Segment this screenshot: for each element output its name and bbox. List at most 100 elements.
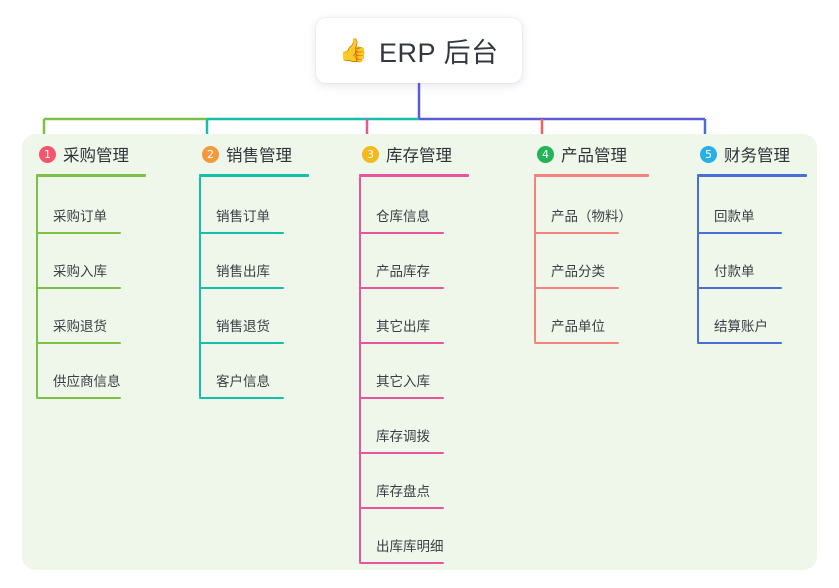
branch-title: 销售管理 xyxy=(226,147,292,165)
branch-title: 采购管理 xyxy=(63,147,129,165)
branch-column-4: 4 产品管理产品（物料） 产品分类产品单位 xyxy=(520,134,683,344)
branch-item-label: 销售退货 xyxy=(216,319,270,334)
branch-item-label: 采购入库 xyxy=(53,264,107,279)
branch-column-3: 3 库存管理仓库信息产品库存其它出库其它入库库存调拨库存盘点出库库明细 xyxy=(345,134,520,564)
branch-header-3[interactable]: 3 库存管理 xyxy=(345,134,520,174)
branch-item-label: 结算账户 xyxy=(714,319,768,334)
branch-item-underline xyxy=(36,287,121,289)
branch-item[interactable]: 出库库明细 xyxy=(359,509,520,564)
branch-item-underline xyxy=(359,507,444,509)
branch-underline xyxy=(697,174,807,177)
branch-item-underline xyxy=(359,397,444,399)
branch-item[interactable]: 销售出库 xyxy=(199,234,345,289)
branch-item-label: 产品单位 xyxy=(551,319,605,334)
branch-item-label: 销售出库 xyxy=(216,264,270,279)
branch-item-label: 产品库存 xyxy=(376,264,430,279)
branch-header-5[interactable]: 5 财务管理 xyxy=(683,134,817,174)
branch-item[interactable]: 其它出库 xyxy=(359,289,520,344)
branch-item-label: 销售订单 xyxy=(216,209,270,224)
branch-spine xyxy=(534,177,536,342)
branch-spine xyxy=(697,177,699,342)
branch-underline xyxy=(359,174,469,177)
branch-item-label: 采购订单 xyxy=(53,209,107,224)
branch-item-label: 仓库信息 xyxy=(376,209,430,224)
branch-underline xyxy=(534,174,649,177)
branch-item-underline xyxy=(359,232,444,234)
branch-item-list: 产品（物料） 产品分类产品单位 xyxy=(534,177,683,344)
branch-item[interactable]: 其它入库 xyxy=(359,344,520,399)
branch-item[interactable]: 采购入库 xyxy=(36,234,185,289)
branch-item[interactable]: 库存盘点 xyxy=(359,454,520,509)
branch-item-underline xyxy=(359,452,444,454)
root-node-title: ERP 后台 xyxy=(379,38,499,68)
branch-item-label: 回款单 xyxy=(714,209,755,224)
branch-item-label: 库存盘点 xyxy=(376,484,430,499)
branch-item[interactable]: 回款单 xyxy=(697,179,817,234)
diagram-panel xyxy=(22,134,817,570)
branch-item-label: 产品（物料） xyxy=(551,209,632,224)
branch-column-5: 5 财务管理回款单付款单结算账户 xyxy=(683,134,817,344)
branch-item-underline xyxy=(359,287,444,289)
branch-number-badge: 4 xyxy=(537,145,554,163)
branch-column-1: 1 采购管理采购订单采购入库采购退货供应商信息 xyxy=(22,134,185,399)
branch-header-1[interactable]: 1 采购管理 xyxy=(22,134,185,174)
branch-item-label: 产品分类 xyxy=(551,264,605,279)
branch-item-label: 其它出库 xyxy=(376,319,430,334)
branch-item[interactable]: 采购订单 xyxy=(36,179,185,234)
branch-item-underline xyxy=(697,287,782,289)
branch-item-underline xyxy=(534,232,619,234)
branch-item-list: 采购订单采购入库采购退货供应商信息 xyxy=(36,177,185,399)
branch-item[interactable]: 仓库信息 xyxy=(359,179,520,234)
branch-item[interactable]: 产品分类 xyxy=(534,234,683,289)
branch-item-underline xyxy=(36,232,121,234)
branch-item-label: 供应商信息 xyxy=(53,374,121,389)
branch-underline xyxy=(199,174,309,177)
branch-item[interactable]: 付款单 xyxy=(697,234,817,289)
branch-item[interactable]: 采购退货 xyxy=(36,289,185,344)
root-node-content: 👍 ERP 后台 xyxy=(339,31,498,70)
branch-title: 产品管理 xyxy=(561,147,627,165)
branch-title: 财务管理 xyxy=(724,147,790,165)
branch-item-underline xyxy=(36,397,121,399)
branch-item[interactable]: 产品单位 xyxy=(534,289,683,344)
branch-item-label: 其它入库 xyxy=(376,374,430,389)
branch-header-2[interactable]: 2 销售管理 xyxy=(185,134,345,174)
branch-item[interactable]: 客户信息 xyxy=(199,344,345,399)
root-node-card[interactable]: 👍 ERP 后台 xyxy=(316,18,522,83)
branch-item-underline xyxy=(199,342,284,344)
branch-item-list: 仓库信息产品库存其它出库其它入库库存调拨库存盘点出库库明细 xyxy=(359,177,520,564)
branch-item-underline xyxy=(36,342,121,344)
branch-item-underline xyxy=(697,232,782,234)
branch-item-label: 库存调拨 xyxy=(376,429,430,444)
branch-item-underline xyxy=(199,397,284,399)
branch-item-label: 出库库明细 xyxy=(376,539,444,554)
branch-item-label: 采购退货 xyxy=(53,319,107,334)
branch-item-label: 客户信息 xyxy=(216,374,270,389)
branch-number-badge: 1 xyxy=(39,145,56,163)
branch-column-2: 2 销售管理销售订单销售出库销售退货客户信息 xyxy=(185,134,345,399)
branch-item-underline xyxy=(199,287,284,289)
branch-item-underline xyxy=(199,232,284,234)
branch-spine xyxy=(359,177,361,562)
branch-underline xyxy=(36,174,146,177)
branch-item[interactable]: 销售退货 xyxy=(199,289,345,344)
branch-item[interactable]: 销售订单 xyxy=(199,179,345,234)
branch-item[interactable]: 结算账户 xyxy=(697,289,817,344)
branch-number-badge: 3 xyxy=(362,145,379,163)
branch-columns: 1 采购管理采购订单采购入库采购退货供应商信息 2 销售管理销售订单销售出库销售退货客… xyxy=(22,134,817,570)
branch-item-list: 销售订单销售出库销售退货客户信息 xyxy=(199,177,345,399)
branch-item[interactable]: 产品（物料） xyxy=(534,179,683,234)
branch-item-underline xyxy=(697,342,782,344)
branch-item-underline xyxy=(359,342,444,344)
branch-title: 库存管理 xyxy=(386,147,452,165)
branch-item[interactable]: 产品库存 xyxy=(359,234,520,289)
branch-item-label: 付款单 xyxy=(714,264,755,279)
branch-number-badge: 5 xyxy=(700,145,717,163)
branch-number-badge: 2 xyxy=(202,145,219,163)
thumbs-up-icon: 👍 xyxy=(339,37,369,63)
branch-header-4[interactable]: 4 产品管理 xyxy=(520,134,683,174)
branch-item-underline xyxy=(534,287,619,289)
branch-item-underline xyxy=(534,342,619,344)
branch-item[interactable]: 库存调拨 xyxy=(359,399,520,454)
branch-item[interactable]: 供应商信息 xyxy=(36,344,185,399)
